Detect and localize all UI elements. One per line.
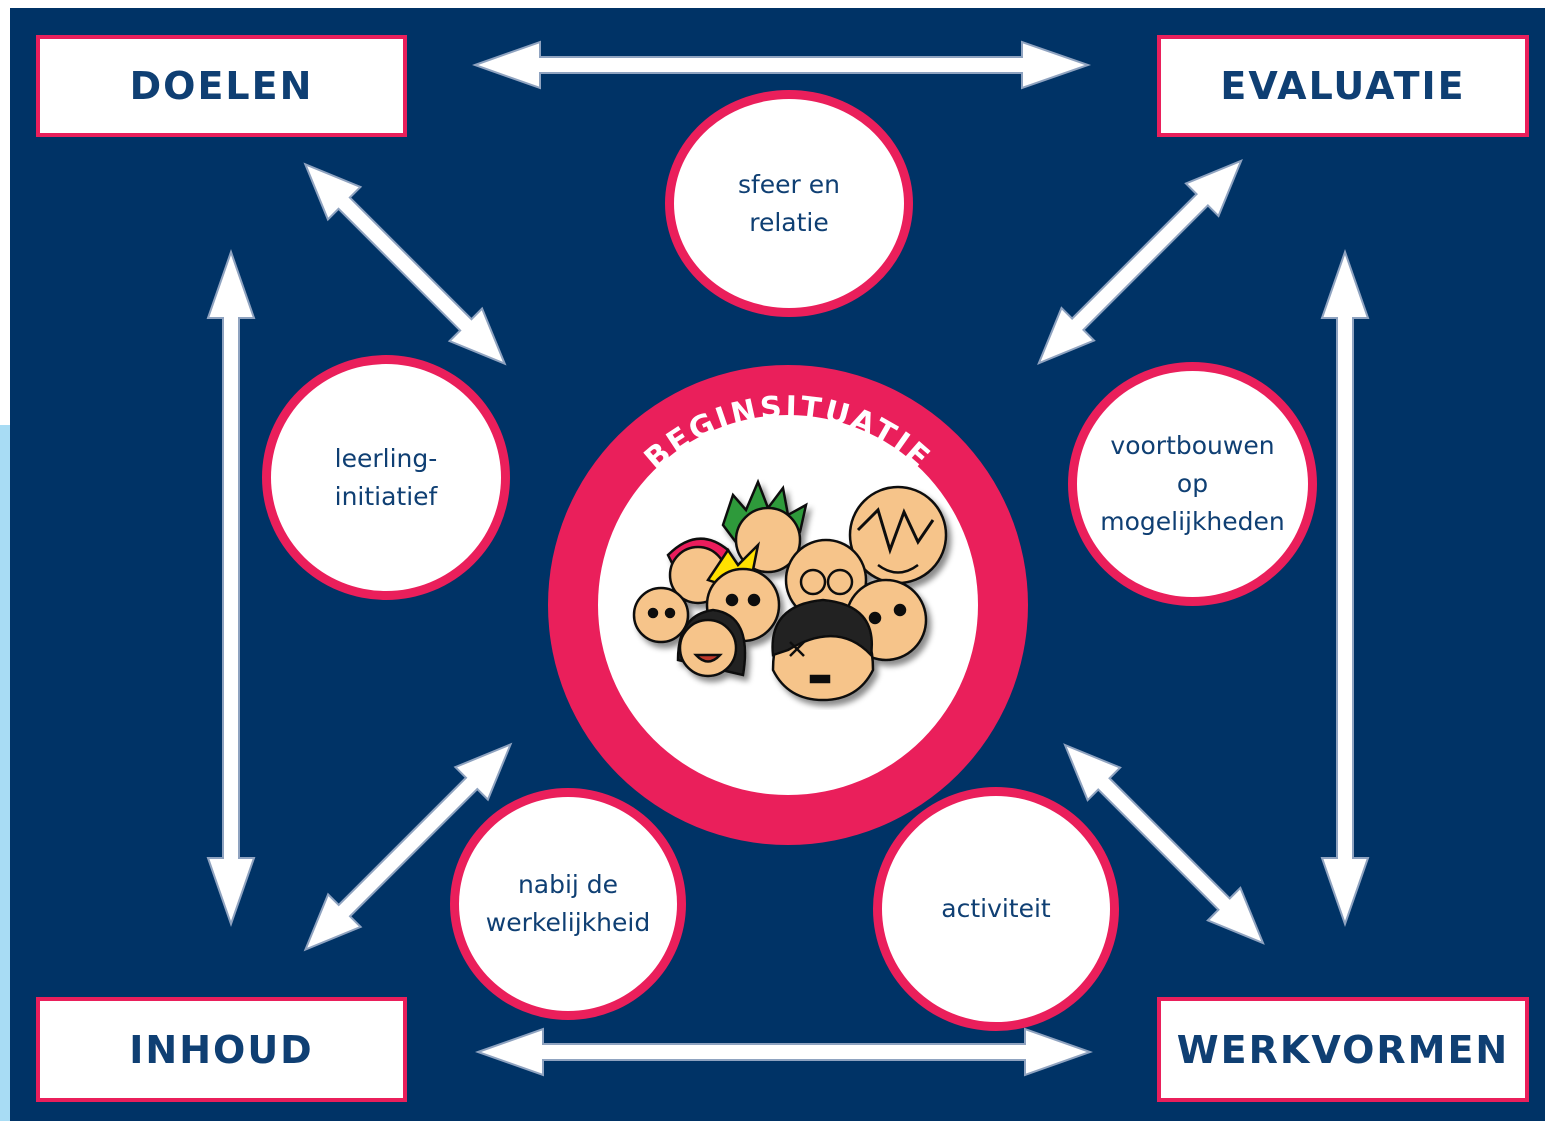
bubble-sfeer-en-relatie: sfeer en relatie	[665, 90, 913, 317]
bubble-voortbouwen-text: voortbouwen op mogelijkheden	[1100, 431, 1285, 536]
arrow-doelen-evaluatie	[472, 40, 1092, 90]
svg-text:BEGINSITUATIE: BEGINSITUATIE	[638, 390, 938, 477]
corner-evaluatie: EVALUATIE	[1157, 35, 1529, 137]
arrow-inhoud-werkvormen	[475, 1027, 1093, 1077]
bubble-sfeer-text: sfeer en relatie	[737, 169, 841, 237]
corner-doelen: DOELEN	[36, 35, 407, 137]
corner-werkvormen: WERKVORMEN	[1157, 997, 1529, 1102]
corner-inhoud: INHOUD	[36, 997, 407, 1102]
bubble-nabij-text: nabij de werkelijkheid	[485, 870, 651, 937]
arrow-evaluatie-werkvormen	[1320, 248, 1370, 928]
arrow-evaluatie-center	[1037, 159, 1243, 365]
arrow-inhoud-center	[303, 742, 513, 952]
side-strip	[0, 425, 10, 1121]
arrow-werkvormen-center	[1063, 743, 1265, 945]
bubble-nabij-de-werkelijkheid: nabij de werkelijkheid	[450, 788, 686, 1020]
arrow-doelen-inhoud	[206, 248, 256, 928]
bubble-leerling-text: leerling- initiatief	[334, 443, 438, 511]
bubble-voortbouwen: voortbouwen op mogelijkheden	[1068, 362, 1317, 606]
beginsituatie-label: BEGINSITUATIE	[638, 390, 938, 477]
bubble-activiteit: activiteit	[873, 787, 1119, 1031]
bubble-activiteit-text: activiteit	[941, 894, 1051, 923]
children-illustration	[632, 478, 948, 702]
arrow-doelen-center	[303, 162, 507, 366]
bubble-leerling-initiatief: leerling- initiatief	[262, 355, 510, 600]
